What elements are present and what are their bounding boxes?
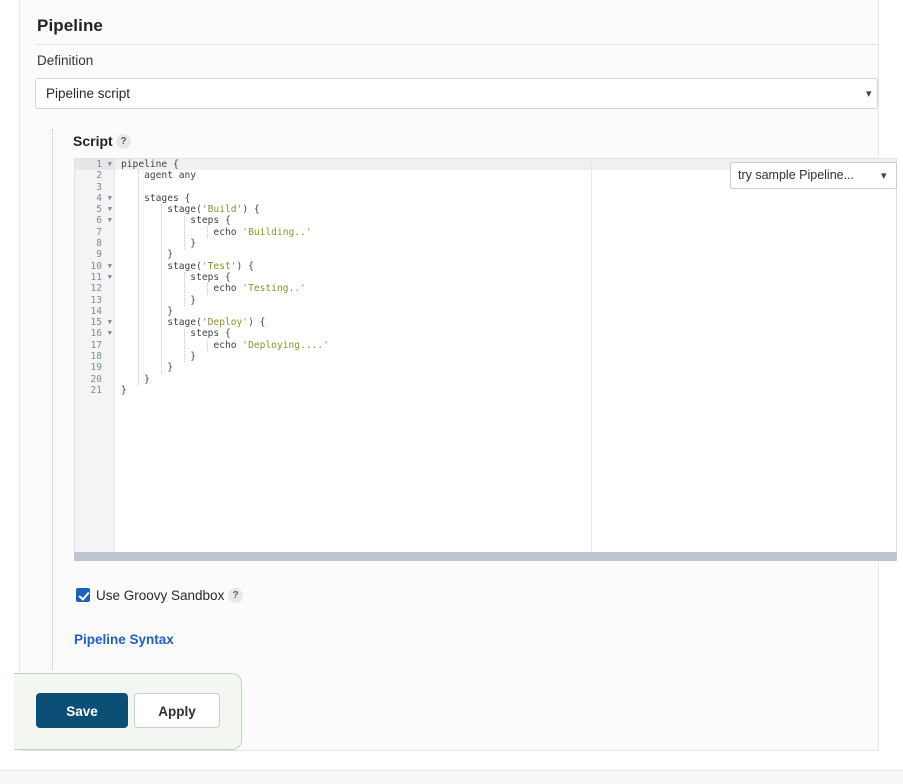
sample-pipeline-select[interactable]: try sample Pipeline...Hello WorldGitHub … xyxy=(730,162,897,189)
groovy-sandbox-checkbox[interactable] xyxy=(76,588,90,602)
gutter-line[interactable]: 11▼ xyxy=(90,271,112,283)
fold-arrow-icon[interactable]: ▼ xyxy=(107,329,112,338)
code-line[interactable]: agent any xyxy=(121,170,197,182)
gutter-line[interactable]: 20 xyxy=(90,373,102,385)
pipeline-syntax-link[interactable]: Pipeline Syntax xyxy=(74,632,174,647)
code-line[interactable]: } xyxy=(121,305,173,317)
code-line[interactable]: } xyxy=(121,384,127,396)
indent-guide xyxy=(207,339,209,352)
page-footer-strip xyxy=(0,770,903,784)
code-line[interactable]: steps { xyxy=(121,271,231,283)
gutter-line[interactable]: 13 xyxy=(90,294,102,306)
gutter-line[interactable]: 5▼ xyxy=(96,204,112,216)
indent-guide xyxy=(207,226,209,239)
code-line[interactable]: steps { xyxy=(121,328,231,340)
gutter-line[interactable]: 16▼ xyxy=(90,328,112,340)
code-line[interactable]: } xyxy=(121,294,197,306)
page-left-margin xyxy=(0,0,19,770)
gutter-line[interactable]: 8 xyxy=(96,238,102,250)
indent-guide xyxy=(184,272,186,306)
indent-guide xyxy=(184,215,186,250)
config-panel-inner: Pipeline Definition Pipeline scriptPipel… xyxy=(28,0,897,750)
gutter-line[interactable]: 14 xyxy=(90,305,102,317)
code-line[interactable]: } xyxy=(121,351,197,363)
script-label: Script xyxy=(73,133,113,149)
fold-arrow-icon[interactable]: ▼ xyxy=(107,318,112,327)
groovy-sandbox-label[interactable]: Use Groovy Sandbox xyxy=(96,588,225,603)
gutter-line[interactable]: 10▼ xyxy=(90,260,112,272)
code-line[interactable]: } xyxy=(121,373,150,385)
gutter-line[interactable]: 4▼ xyxy=(96,192,112,204)
code-line[interactable]: stage('Test') { xyxy=(121,260,254,272)
title-divider xyxy=(36,44,879,45)
editor-code-area[interactable]: pipeline { agent any stages { stage('Bui… xyxy=(115,159,896,557)
help-icon-script[interactable]: ? xyxy=(116,134,131,149)
code-line[interactable]: pipeline { xyxy=(121,159,179,170)
code-line[interactable]: echo 'Testing..' xyxy=(121,283,306,295)
code-line[interactable]: stages { xyxy=(121,192,191,204)
code-line[interactable]: } xyxy=(121,249,173,261)
fold-arrow-icon[interactable]: ▼ xyxy=(107,216,112,225)
gutter-line[interactable]: 3 xyxy=(96,181,102,193)
editor-horizontal-scrollbar[interactable] xyxy=(74,552,897,561)
help-icon-sandbox[interactable]: ? xyxy=(228,588,243,603)
active-line-highlight xyxy=(115,159,896,171)
code-line[interactable]: } xyxy=(121,362,173,374)
code-line[interactable]: stage('Deploy') { xyxy=(121,317,266,329)
code-line[interactable]: echo 'Deploying....' xyxy=(121,339,329,351)
fold-arrow-icon[interactable]: ▼ xyxy=(107,205,112,214)
code-line[interactable]: } xyxy=(121,238,197,250)
indent-guide xyxy=(207,283,209,295)
gutter-line[interactable]: 2 xyxy=(96,170,102,182)
code-line[interactable]: steps { xyxy=(121,215,231,227)
fold-arrow-icon[interactable]: ▼ xyxy=(107,261,112,270)
code-line[interactable]: echo 'Building..' xyxy=(121,226,312,238)
fold-arrow-icon[interactable]: ▼ xyxy=(107,272,112,281)
fold-arrow-icon[interactable]: ▼ xyxy=(107,160,112,168)
gutter-line[interactable]: 21 xyxy=(90,384,102,396)
gutter-line[interactable]: 9 xyxy=(96,249,102,261)
gutter-line[interactable]: 18 xyxy=(90,351,102,363)
definition-label: Definition xyxy=(37,53,94,68)
gutter-line[interactable]: 17 xyxy=(90,339,102,351)
print-margin-guide xyxy=(591,159,592,557)
config-panel: Pipeline Definition Pipeline scriptPipel… xyxy=(19,0,897,751)
gutter-line[interactable]: 7 xyxy=(96,226,102,238)
code-line[interactable]: stage('Build') { xyxy=(121,204,260,216)
page-title: Pipeline xyxy=(37,16,103,35)
indent-guide xyxy=(184,328,186,363)
gutter-line[interactable]: 6▼ xyxy=(96,215,112,227)
save-button[interactable]: Save xyxy=(36,693,128,728)
indent-guide xyxy=(138,170,140,385)
definition-select[interactable]: Pipeline scriptPipeline script from SCM xyxy=(35,78,878,109)
gutter-line[interactable]: 19 xyxy=(90,362,102,374)
gutter-line[interactable]: 15▼ xyxy=(90,317,112,329)
apply-button[interactable]: Apply xyxy=(134,693,220,728)
gutter-line[interactable]: 1▼ xyxy=(75,159,114,171)
form-action-bar: Save Apply xyxy=(14,673,242,750)
code-lines[interactable]: pipeline { agent any stages { stage('Bui… xyxy=(121,159,896,396)
section-rail xyxy=(52,129,53,669)
fold-arrow-icon[interactable]: ▼ xyxy=(107,193,112,202)
gutter-line[interactable]: 12 xyxy=(90,283,102,295)
indent-guide xyxy=(161,204,163,374)
